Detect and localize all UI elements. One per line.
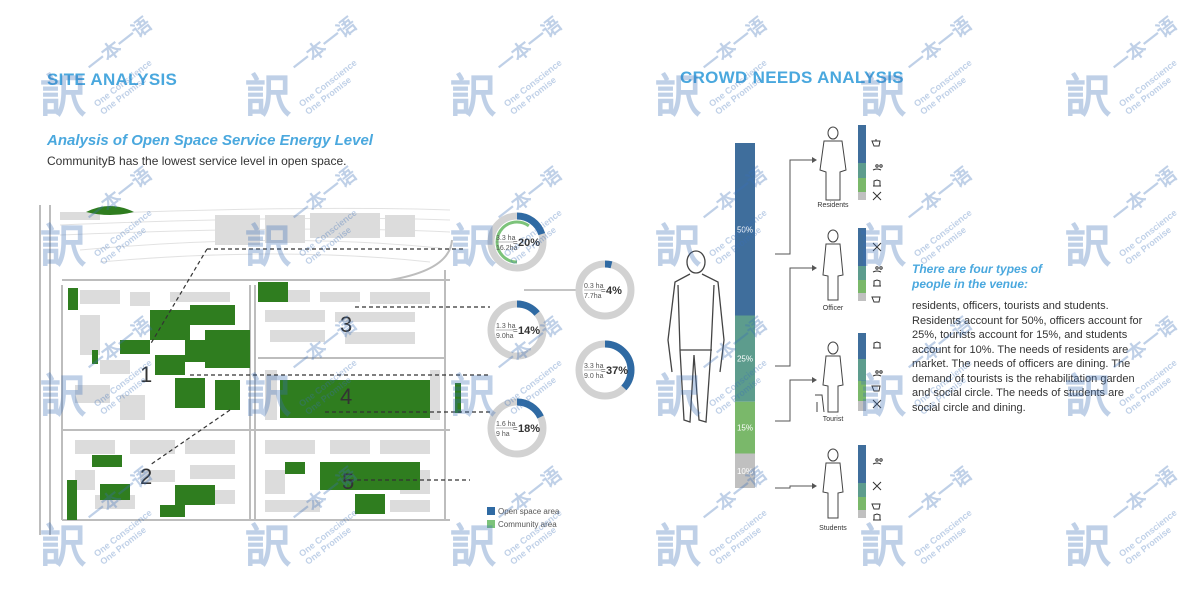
share-label: 10%	[737, 467, 753, 476]
share-label: 25%	[737, 355, 753, 364]
person-label-officer: Officer	[823, 305, 844, 312]
needs-bar-students	[858, 445, 866, 518]
donut-value-arc	[487, 212, 547, 272]
market-cart-icon-tourist	[871, 385, 881, 392]
donut-value-arc	[575, 340, 635, 400]
donut-area-bottom: 9.0 ha	[584, 373, 604, 380]
share-segment	[735, 401, 755, 454]
market-cart-icon-officer	[871, 296, 881, 303]
needs-bar-officer	[858, 228, 866, 301]
donut-percent: 14%	[518, 325, 540, 337]
dining-utensils-icon-tourist	[872, 399, 882, 409]
legend-community: Community area	[498, 520, 557, 529]
person-label-tourist: Tourist	[823, 416, 844, 423]
map-label-5: 5	[342, 469, 354, 494]
person-figure-officer	[822, 229, 844, 301]
person-figure-tourist	[815, 341, 844, 413]
share-segment	[735, 143, 755, 316]
garden-icon-officer	[873, 279, 881, 287]
donut-equals: =	[513, 326, 518, 335]
donut-area-top: 3.3 ha	[584, 363, 604, 370]
market-cart-icon	[871, 139, 881, 147]
share-segment	[735, 453, 755, 488]
donut-area-bottom: 9 ha	[496, 431, 510, 438]
person-figure-students	[822, 448, 844, 519]
connector-arrows	[775, 159, 812, 489]
donut-percent: 37%	[606, 365, 628, 377]
legend-swatch-open-space	[487, 507, 495, 515]
needs-bar-tourist	[858, 333, 866, 411]
dining-utensils-icon	[872, 191, 882, 201]
share-label: 50%	[737, 225, 753, 234]
donut-d1: 3.3 ha 16.2ha=20%	[487, 212, 547, 272]
donut-percent: 20%	[518, 237, 540, 249]
donut-area-bottom: 7.7ha	[584, 293, 602, 300]
donut-value-arc	[575, 260, 635, 320]
site-caption: CommunityB has the lowest service level …	[47, 154, 347, 168]
legend-open-space: Open space area	[498, 507, 560, 516]
donut-value-arc	[487, 300, 547, 360]
donut-equals: =	[601, 366, 606, 375]
donut-equals: =	[513, 424, 518, 433]
green-spaces	[67, 282, 461, 520]
donut-d2: 0.3 ha 7.7ha=4%	[575, 260, 635, 320]
site-analysis-title: SITE ANALYSIS	[47, 70, 178, 89]
map-label-1: 1	[140, 362, 152, 387]
arrow-heads	[812, 157, 817, 489]
donut-d4: 3.3 ha 9.0 ha=37%	[575, 340, 635, 400]
social-circle-icon-officer	[872, 266, 883, 273]
donut-area-top: 1.6 ha	[496, 421, 516, 428]
donut-area-bottom: 16.2ha	[496, 245, 518, 252]
donut-area-bottom: 9.0ha	[496, 333, 514, 340]
donut-area-top: 1.3 ha	[496, 323, 516, 330]
dining-utensils-icon-officer	[872, 242, 882, 252]
share-label: 15%	[737, 424, 753, 433]
garden-icon-students	[873, 513, 881, 521]
crowd-needs-title: CROWD NEEDS ANALYSIS	[680, 68, 904, 87]
map-label-4: 4	[340, 384, 352, 409]
leader-lines	[149, 248, 490, 481]
needs-bar-residents	[858, 125, 866, 200]
donut-area-top: 3.3 ha	[496, 235, 516, 242]
donut-area-top: 0.3 ha	[584, 283, 604, 290]
garden-icon-tourist	[873, 341, 881, 349]
donut-equals: =	[513, 238, 518, 247]
person-label-residents: Residents	[817, 202, 849, 209]
donut-value-arc	[487, 398, 547, 458]
dining-utensils-icon-students	[872, 481, 882, 491]
donut-d3: 1.3 ha 9.0ha=14%	[487, 300, 547, 360]
map-label-2: 2	[140, 464, 152, 489]
social-circle-icon-students	[872, 458, 883, 465]
donut-percent: 18%	[518, 423, 540, 435]
garden-icon	[873, 179, 881, 187]
person-figure-residents	[819, 126, 847, 201]
donut-equals: =	[601, 286, 606, 295]
share-segment	[735, 315, 755, 402]
need-icons	[871, 139, 883, 521]
person-label-students: Students	[819, 525, 847, 532]
people-types-heading: There are four types of people in the ve…	[912, 262, 1043, 291]
population-share-bar: 50% 25% 15% 10%	[735, 143, 755, 488]
donut-d5: 1.6 ha 9 ha=18%	[487, 398, 547, 458]
small-oval-park	[86, 206, 134, 215]
legend-swatch-community	[487, 520, 495, 528]
people-types-description: residents, officers, tourists and studen…	[912, 300, 1143, 414]
person-figure-large	[667, 250, 725, 423]
open-space-subtitle: Analysis of Open Space Service Energy Le…	[47, 132, 373, 149]
social-circle-icon-tourist	[872, 370, 883, 377]
donut-percent: 4%	[606, 285, 622, 297]
map-label-3: 3	[340, 312, 352, 337]
market-cart-icon-students	[871, 503, 881, 510]
road-network	[39, 205, 453, 535]
social-circle-icon	[872, 164, 883, 171]
